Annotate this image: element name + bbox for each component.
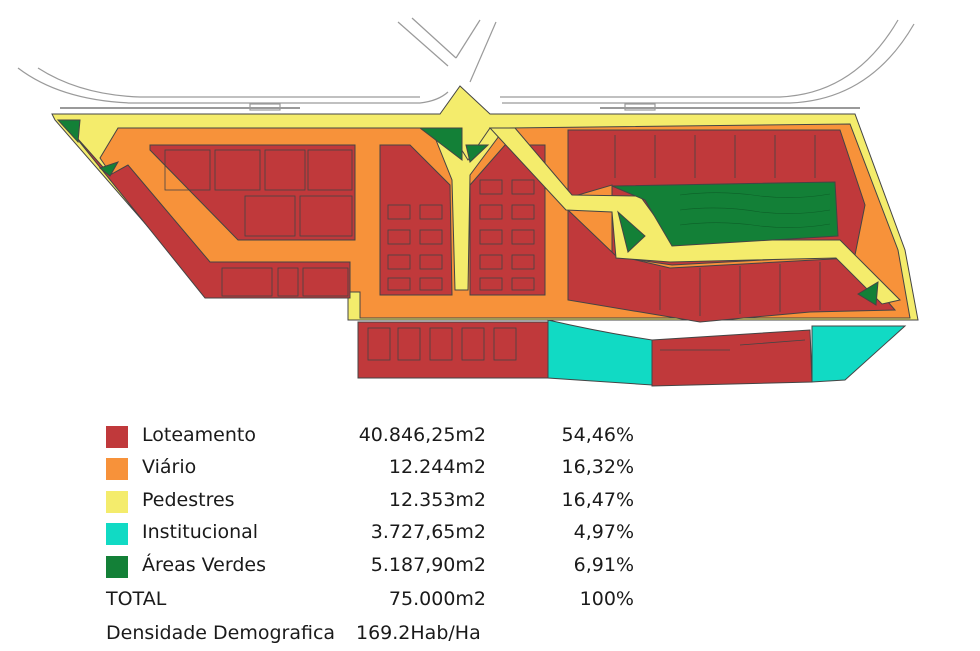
- legend-percent: 16,47%: [561, 489, 634, 511]
- lot-subdivisions: [164, 135, 821, 361]
- legend-label: Institucional: [142, 521, 259, 543]
- areas-verdes-swatch: [106, 556, 128, 578]
- viario-swatch: [106, 458, 128, 480]
- legend-row-density: Densidade Demografica 169.2Hab/Ha: [106, 622, 666, 648]
- legend-row-viario: Viário 12.244m2 16,32%: [106, 456, 666, 482]
- legend-row-total: TOTAL 75.000m2 100%: [106, 588, 666, 614]
- pedestres-swatch: [106, 491, 128, 513]
- legend-percent: 6,91%: [573, 554, 634, 576]
- legend-label: Áreas Verdes: [142, 554, 267, 576]
- legend-percent: 16,32%: [561, 456, 634, 478]
- loteamento-swatch: [106, 426, 128, 448]
- site-plan-map: [17, 17, 919, 387]
- legend-area: 12.353m2: [388, 489, 486, 511]
- areas-verdes-zones: [56, 119, 879, 306]
- legend-row-loteamento: Loteamento 40.846,25m2 54,46%: [106, 424, 666, 450]
- density-value: 169.2Hab/Ha: [356, 622, 481, 644]
- institucional-zones: [547, 319, 907, 386]
- institucional-swatch: [106, 523, 128, 545]
- legend-label: Viário: [142, 456, 197, 478]
- legend-percent: 4,97%: [573, 521, 634, 543]
- legend-label: Loteamento: [142, 424, 256, 446]
- density-label: Densidade Demografica: [106, 622, 336, 644]
- legend-area: 40.846,25m2: [358, 424, 486, 446]
- legend-label: Pedestres: [142, 489, 235, 511]
- total-label: TOTAL: [106, 588, 167, 610]
- legend-area: 3.727,65m2: [370, 521, 486, 543]
- legend-area: 5.187,90m2: [370, 554, 486, 576]
- total-area: 75.000m2: [388, 588, 486, 610]
- legend-row-pedestres: Pedestres 12.353m2 16,47%: [106, 489, 666, 515]
- legend-row-areas-verdes: Áreas Verdes 5.187,90m2 6,91%: [106, 554, 666, 580]
- legend-percent: 54,46%: [561, 424, 634, 446]
- green-texture: [679, 192, 831, 228]
- legend-area: 12.244m2: [388, 456, 486, 478]
- legend-row-institucional: Institucional 3.727,65m2 4,97%: [106, 521, 666, 547]
- road-outlines: [17, 17, 915, 111]
- total-percent: 100%: [579, 588, 634, 610]
